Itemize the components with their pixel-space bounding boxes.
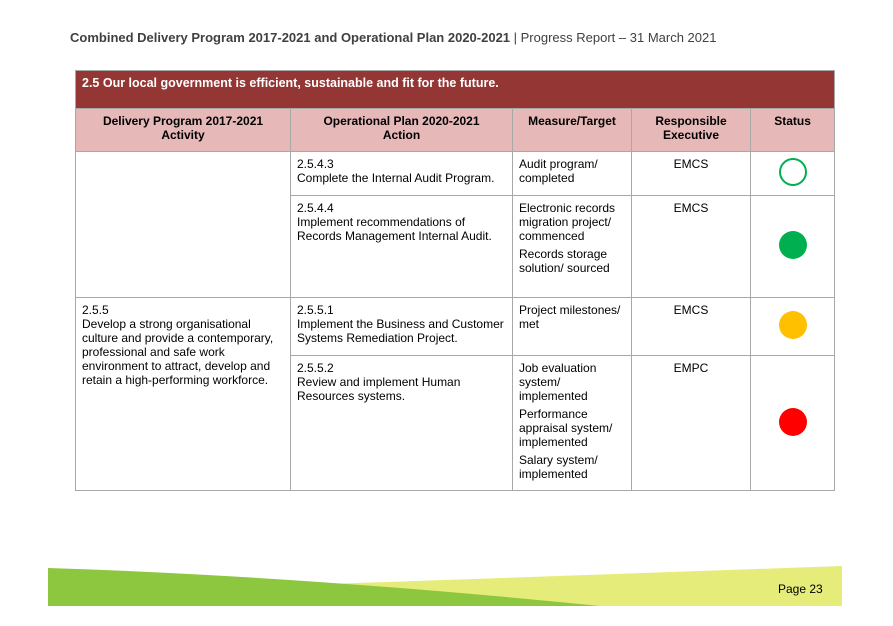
action-code: 2.5.4.3 bbox=[297, 157, 334, 171]
action-code: 2.5.4.4 bbox=[297, 201, 334, 215]
status-off-track-icon bbox=[778, 407, 807, 436]
measure-text: Audit program/ completed bbox=[519, 157, 598, 185]
activity-cell-empty bbox=[75, 151, 291, 298]
table-row: 2.5.5 Develop a strong organisational cu… bbox=[75, 297, 836, 491]
action-text: Complete the Internal Audit Program. bbox=[297, 171, 495, 185]
executive-cell: EMPC bbox=[631, 355, 751, 491]
status-cell bbox=[749, 297, 836, 356]
action-cell: 2.5.5.1 Implement the Business and Custo… bbox=[290, 297, 513, 356]
status-at-risk-icon bbox=[778, 311, 807, 339]
section-header-row: 2.5 Our local government is efficient, s… bbox=[74, 70, 836, 109]
section-title: 2.5 Our local government is efficient, s… bbox=[74, 70, 836, 109]
action-text: Implement the Business and Customer Syst… bbox=[297, 317, 504, 345]
footer-band bbox=[48, 566, 842, 606]
status-on-track-icon bbox=[778, 231, 807, 259]
header-separator: | bbox=[510, 30, 521, 45]
page-number: Page 23 bbox=[778, 582, 823, 596]
activity-cell: 2.5.5 Develop a strong organisational cu… bbox=[75, 297, 291, 491]
measure-cell: Electronic records migration project/ co… bbox=[512, 195, 632, 298]
executive-cell: EMCS bbox=[631, 195, 751, 298]
measure-text: Performance appraisal system/ implemente… bbox=[519, 407, 613, 449]
status-cell bbox=[749, 355, 836, 491]
action-cell: 2.5.5.2 Review and implement Human Resou… bbox=[290, 355, 513, 491]
status-cell bbox=[749, 151, 836, 196]
measure-text: Job evaluation system/ implemented bbox=[519, 361, 597, 403]
measure-text: Electronic records migration project/ co… bbox=[519, 201, 616, 243]
executive-cell: EMCS bbox=[631, 297, 751, 356]
footer-band-dark bbox=[48, 568, 600, 606]
col-measure: Measure/Target bbox=[512, 108, 632, 152]
measure-text: Salary system/ implemented bbox=[519, 453, 598, 481]
action-cell: 2.5.4.4 Implement recommendations of Rec… bbox=[290, 195, 513, 298]
action-text: Review and implement Human Resources sys… bbox=[297, 375, 461, 403]
col-status: Status bbox=[749, 108, 836, 152]
header-title: Combined Delivery Program 2017-2021 and … bbox=[70, 30, 511, 45]
table-row: 2.5.5.2 Review and implement Human Resou… bbox=[76, 355, 836, 491]
table-row: 2.5.4.3 Complete the Internal Audit Prog… bbox=[75, 151, 836, 298]
activity-code: 2.5.5 bbox=[82, 303, 109, 317]
page-header: Combined Delivery Program 2017-2021 and … bbox=[70, 30, 716, 45]
progress-table: 2.5 Our local government is efficient, s… bbox=[74, 70, 836, 491]
activity-text: Develop a strong organisational culture … bbox=[82, 317, 274, 387]
measure-text: Records storage solution/ sourced bbox=[519, 247, 610, 275]
measure-cell: Job evaluation system/ implemented Perfo… bbox=[512, 355, 632, 491]
measure-text: Project milestones/ met bbox=[519, 303, 621, 331]
measure-cell: Project milestones/ met bbox=[512, 297, 632, 356]
action-code: 2.5.5.2 bbox=[297, 361, 334, 375]
action-text: Implement recommendations of Records Man… bbox=[297, 215, 492, 243]
measure-cell: Audit program/ completed bbox=[512, 151, 632, 196]
status-cell bbox=[749, 195, 836, 298]
executive-cell: EMCS bbox=[631, 151, 751, 196]
status-not-started-icon bbox=[778, 158, 807, 186]
header-subtitle: Progress Report – 31 March 2021 bbox=[520, 30, 717, 45]
action-cell: 2.5.4.3 Complete the Internal Audit Prog… bbox=[290, 151, 513, 196]
action-code: 2.5.5.1 bbox=[297, 303, 334, 317]
